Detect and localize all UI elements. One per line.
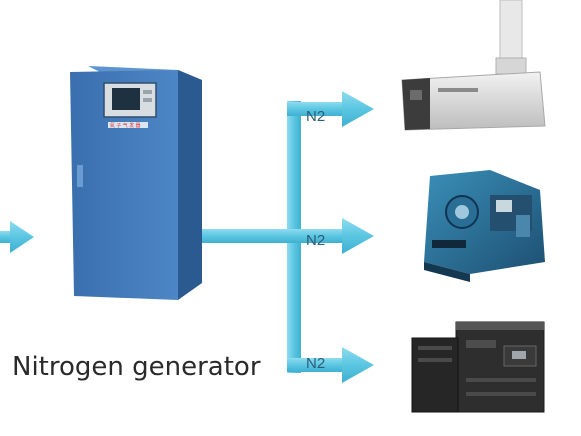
generator-brand-text: 氮 子 气 发 器 [110,122,141,129]
flow-label-top: N2 [306,108,325,125]
inlet-arrow [0,221,34,253]
lc-ms-instrument-icon [424,170,545,282]
diagram-caption: Nitrogen generator [12,352,261,382]
flow-label-middle: N2 [306,232,325,249]
branch-arrow-middle [287,218,374,254]
outlet-pipe [200,229,292,243]
nitrogen-generator-cabinet-icon: 氮 子 气 发 器 [70,66,202,300]
branch-arrow-top [287,91,374,127]
branch-arrow-bottom [287,347,374,383]
mass-spectrometer-icon [401,0,546,131]
flow-label-bottom: N2 [306,355,325,372]
hplc-system-icon [411,321,545,413]
